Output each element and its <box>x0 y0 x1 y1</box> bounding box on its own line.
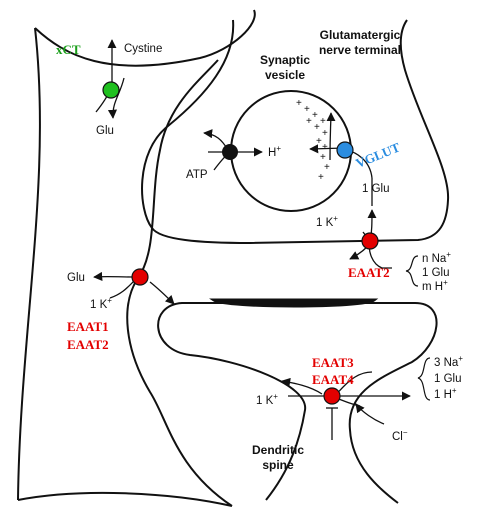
vesicle-plus-mark: + <box>296 98 302 109</box>
presynaptic-terminal-membrane <box>141 19 450 245</box>
vglut-label: VGLUT <box>354 139 403 170</box>
vesicle-plus-mark: + <box>322 142 328 153</box>
eaat2-glu-label: 1 Glu <box>422 267 450 279</box>
eaat1-eaat2-astrocyte-icon <box>131 268 149 286</box>
cl-label: Cl− <box>392 428 408 443</box>
vesicle-plus-mark: + <box>322 128 328 139</box>
xct-label: xCT <box>56 42 81 57</box>
atpase-icon <box>222 144 238 160</box>
eaat34-glu-label: 1 Glu <box>434 373 462 385</box>
vesicle-plus-mark: + <box>320 116 326 127</box>
k-eaat2-pre-label: 1 K+ <box>316 214 338 229</box>
eaat34-na-label: 3 Na+ <box>434 354 463 369</box>
proton-atpase-group <box>203 129 263 171</box>
eaat4-label: EAAT4 <box>312 372 354 387</box>
postsynaptic-density <box>208 298 379 308</box>
terminal-title-line1: Glutamatergic <box>320 28 401 42</box>
eaat2-h-label: m H+ <box>422 278 448 293</box>
glu-xct-label: Glu <box>96 125 114 137</box>
eaat2-presynaptic-label: EAAT2 <box>348 265 390 280</box>
astrocyte-membrane <box>17 9 256 507</box>
vesicle-plus-mark: + <box>318 172 324 183</box>
vglut-glu-label: 1 Glu <box>362 183 390 195</box>
eaat1-label: EAAT1 <box>67 319 109 334</box>
eaat34-brace <box>417 357 431 401</box>
vesicle-plus-mark: + <box>314 122 320 133</box>
h-vesicle-label: H+ <box>268 144 281 159</box>
vglut-transporter-icon <box>336 141 354 159</box>
eaat3-eaat4-icon <box>323 387 341 405</box>
vesicle-charge-marks: ++++++++++++ <box>296 98 330 183</box>
vesicle-title-line2: vesicle <box>265 68 305 82</box>
eaat2-brace <box>405 255 419 287</box>
vesicle-plus-mark: + <box>312 110 318 121</box>
vesicle-plus-mark: + <box>316 136 322 147</box>
dendritic-spine-line2: spine <box>262 458 294 472</box>
dendritic-spine-line1: Dendritic <box>252 443 304 457</box>
k-astro-mid-label: 1 K+ <box>90 296 112 311</box>
vglut-transporter-group <box>309 112 373 206</box>
k-post-label: 1 K+ <box>256 392 278 407</box>
glu-astro-mid-label: Glu <box>67 272 85 284</box>
eaat2-na-label: n Na+ <box>422 250 451 265</box>
terminal-title-line2: nerve terminal <box>319 43 401 57</box>
eaat2-presynaptic-group <box>349 209 392 269</box>
vesicle-plus-mark: + <box>304 104 310 115</box>
vesicle-title-line1: Synaptic <box>260 53 310 67</box>
dendritic-spine-membrane <box>157 302 438 504</box>
eaat34-h-label: 1 H+ <box>434 386 457 401</box>
eaat2-astro-label: EAAT2 <box>67 337 109 352</box>
eaat3-eaat4-postsynaptic-group <box>281 371 411 440</box>
xct-antiporter <box>95 39 125 119</box>
vesicle-plus-mark: + <box>306 116 312 127</box>
cystine-label: Cystine <box>124 43 162 55</box>
synaptic-vesicle <box>230 90 352 212</box>
atp-label: ATP <box>186 169 208 181</box>
vesicle-plus-mark: + <box>324 162 330 173</box>
eaat2-presynaptic-icon <box>361 232 379 250</box>
eaat1-eaat2-astrocyte-group <box>93 268 175 305</box>
eaat3-label: EAAT3 <box>312 355 354 370</box>
vesicle-plus-mark: + <box>320 152 326 163</box>
xct-transporter-icon <box>102 81 120 99</box>
